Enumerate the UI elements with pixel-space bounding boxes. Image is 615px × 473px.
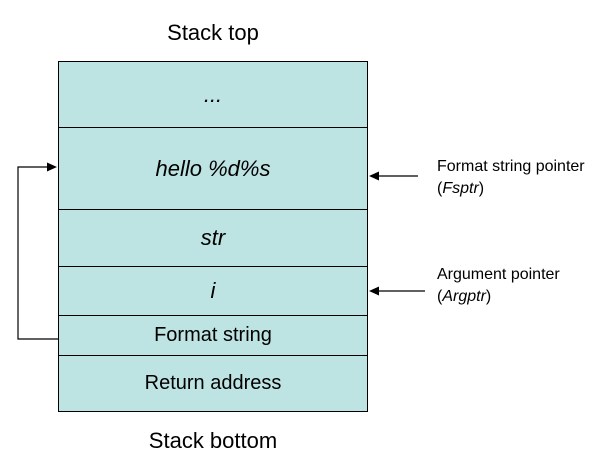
stack-bottom-label: Stack bottom [148,428,278,453]
format-string-pointer-arrowhead [369,171,379,181]
stack-cell-format-literal: hello %d%s [59,128,367,210]
argument-pointer-paren-open: ( [437,288,443,305]
stack-cell-ellipsis: ... [59,62,367,128]
stack-cell-return-address: Return address [59,356,367,411]
format-string-pointer-abbr-line: (Fsptr) [437,178,585,200]
format-string-pointer-abbr: Fsptr [442,180,479,197]
stack-diagram: ... hello %d%s str i Format string Retur… [58,61,368,412]
argument-pointer-abbr: Argptr [442,288,486,305]
stack-top-label: Stack top [167,20,259,45]
format-string-link-arrowhead [47,162,57,172]
format-string-link-line [17,166,58,340]
stack-cell-str: str [59,210,367,267]
format-string-pointer-paren-open: ( [437,180,443,197]
stack-cell-format-string: Format string [59,316,367,356]
argument-pointer-arrowhead [369,286,379,296]
format-string-pointer-label: Format string pointer (Fsptr) [437,156,585,200]
argument-pointer-paren-close: ) [485,288,492,305]
argument-pointer-label: Argument pointer (Argptr) [437,264,560,308]
stack-cell-i: i [59,267,367,316]
format-string-pointer-title: Format string pointer [437,158,585,175]
argument-pointer-abbr-line: (Argptr) [437,286,560,308]
argument-pointer-title: Argument pointer [437,266,560,283]
format-string-pointer-paren-close: ) [478,180,485,197]
